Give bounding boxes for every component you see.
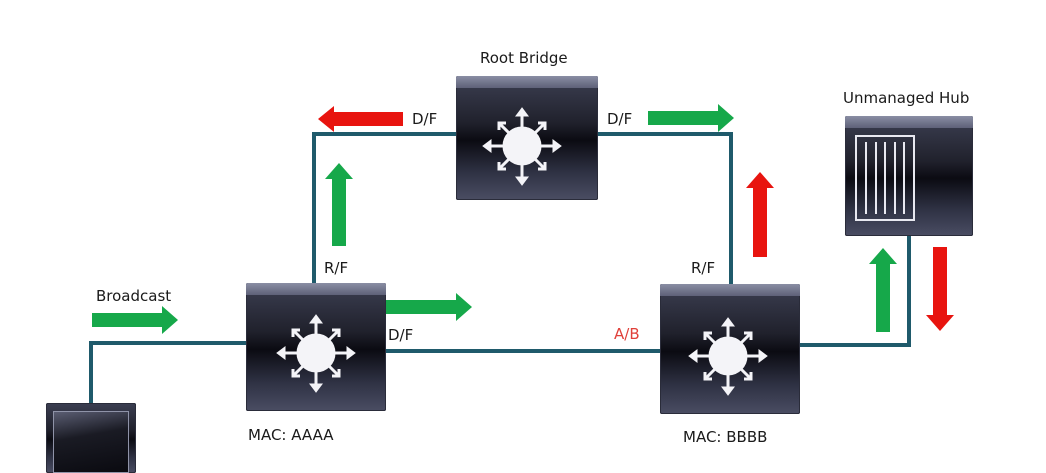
multilayer-switch-icon xyxy=(482,107,562,186)
link-switch-a-root xyxy=(312,132,456,284)
links-layer xyxy=(89,132,911,406)
arrow-switch-a-right xyxy=(386,293,472,321)
port-label-root-right: D/F xyxy=(607,110,633,128)
arrows-layer xyxy=(92,104,954,334)
stp-diagram: Root Bridge MAC: AAAA xyxy=(46,49,973,473)
unmanaged-hub[interactable] xyxy=(845,116,973,236)
switch-top-face xyxy=(246,283,386,295)
switch-b[interactable] xyxy=(660,284,800,414)
root-bridge-switch[interactable] xyxy=(456,76,598,200)
port-label-b-left: A/B xyxy=(614,325,640,343)
port-label-root-left: D/F xyxy=(412,110,438,128)
port-label-b-up: R/F xyxy=(691,259,716,277)
multilayer-switch-icon xyxy=(276,314,356,393)
link-host-switch-a xyxy=(89,341,246,406)
arrow-hub-up xyxy=(869,248,897,332)
port-label-a-right: D/F xyxy=(388,326,414,344)
monitor-screen xyxy=(53,411,129,473)
switch-top-face xyxy=(660,284,800,296)
multilayer-switch-icon xyxy=(688,317,768,396)
arrow-switch-a-up xyxy=(325,163,353,246)
switch-top-face xyxy=(456,76,598,88)
hub-label: Unmanaged Hub xyxy=(843,89,970,107)
switch-b-label: MAC: BBBB xyxy=(683,428,768,446)
root-bridge-label: Root Bridge xyxy=(480,49,568,67)
arrow-hub-down xyxy=(926,247,954,331)
hub-ports-icon xyxy=(855,135,915,221)
link-root-switch-b xyxy=(598,132,733,284)
link-switch-b-hub xyxy=(800,198,911,347)
host-pc[interactable] xyxy=(46,403,136,473)
arrow-root-left xyxy=(318,106,403,132)
arrow-broadcast xyxy=(92,306,178,334)
hub-top-face xyxy=(845,116,973,128)
switch-a[interactable] xyxy=(246,283,386,411)
broadcast-label: Broadcast xyxy=(96,287,172,305)
arrow-switch-b-up xyxy=(746,172,774,257)
port-label-a-up: R/F xyxy=(324,259,349,277)
switch-a-label: MAC: AAAA xyxy=(248,426,334,444)
arrow-root-right xyxy=(648,104,734,132)
